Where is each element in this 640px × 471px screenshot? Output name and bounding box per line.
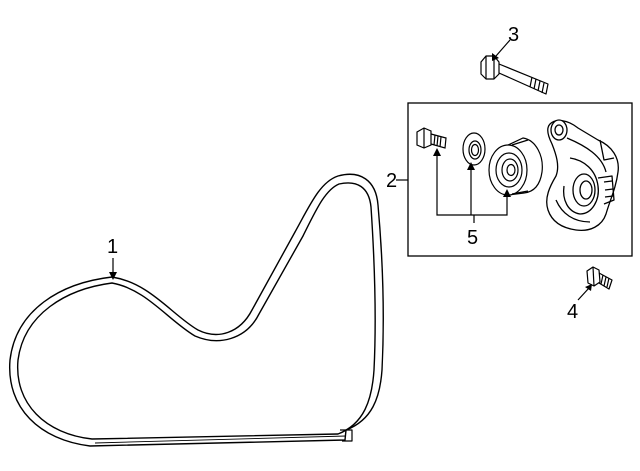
leader-3	[492, 39, 511, 61]
belt-rib-line	[94, 435, 347, 444]
belt-inner-edge	[17, 182, 376, 440]
leader-4	[577, 284, 592, 301]
washer[interactable]	[462, 132, 486, 166]
belt-outer-edge	[9, 173, 384, 447]
pulley-bolt[interactable]	[416, 127, 447, 149]
mounting-bolt[interactable]	[586, 266, 613, 290]
tensioner-body[interactable]	[546, 119, 619, 232]
belt-side-tab	[340, 429, 353, 442]
leader-5	[433, 148, 511, 223]
callout-3: 3	[508, 24, 519, 46]
serpentine-belt[interactable]	[9, 173, 384, 447]
leader-1	[109, 258, 117, 280]
idler-pulley[interactable]	[488, 137, 543, 196]
tensioner-bolt[interactable]	[480, 55, 549, 95]
callout-2: 2	[386, 170, 397, 192]
callout-4: 4	[567, 301, 578, 323]
callout-5: 5	[467, 227, 478, 249]
callout-1: 1	[107, 236, 118, 258]
